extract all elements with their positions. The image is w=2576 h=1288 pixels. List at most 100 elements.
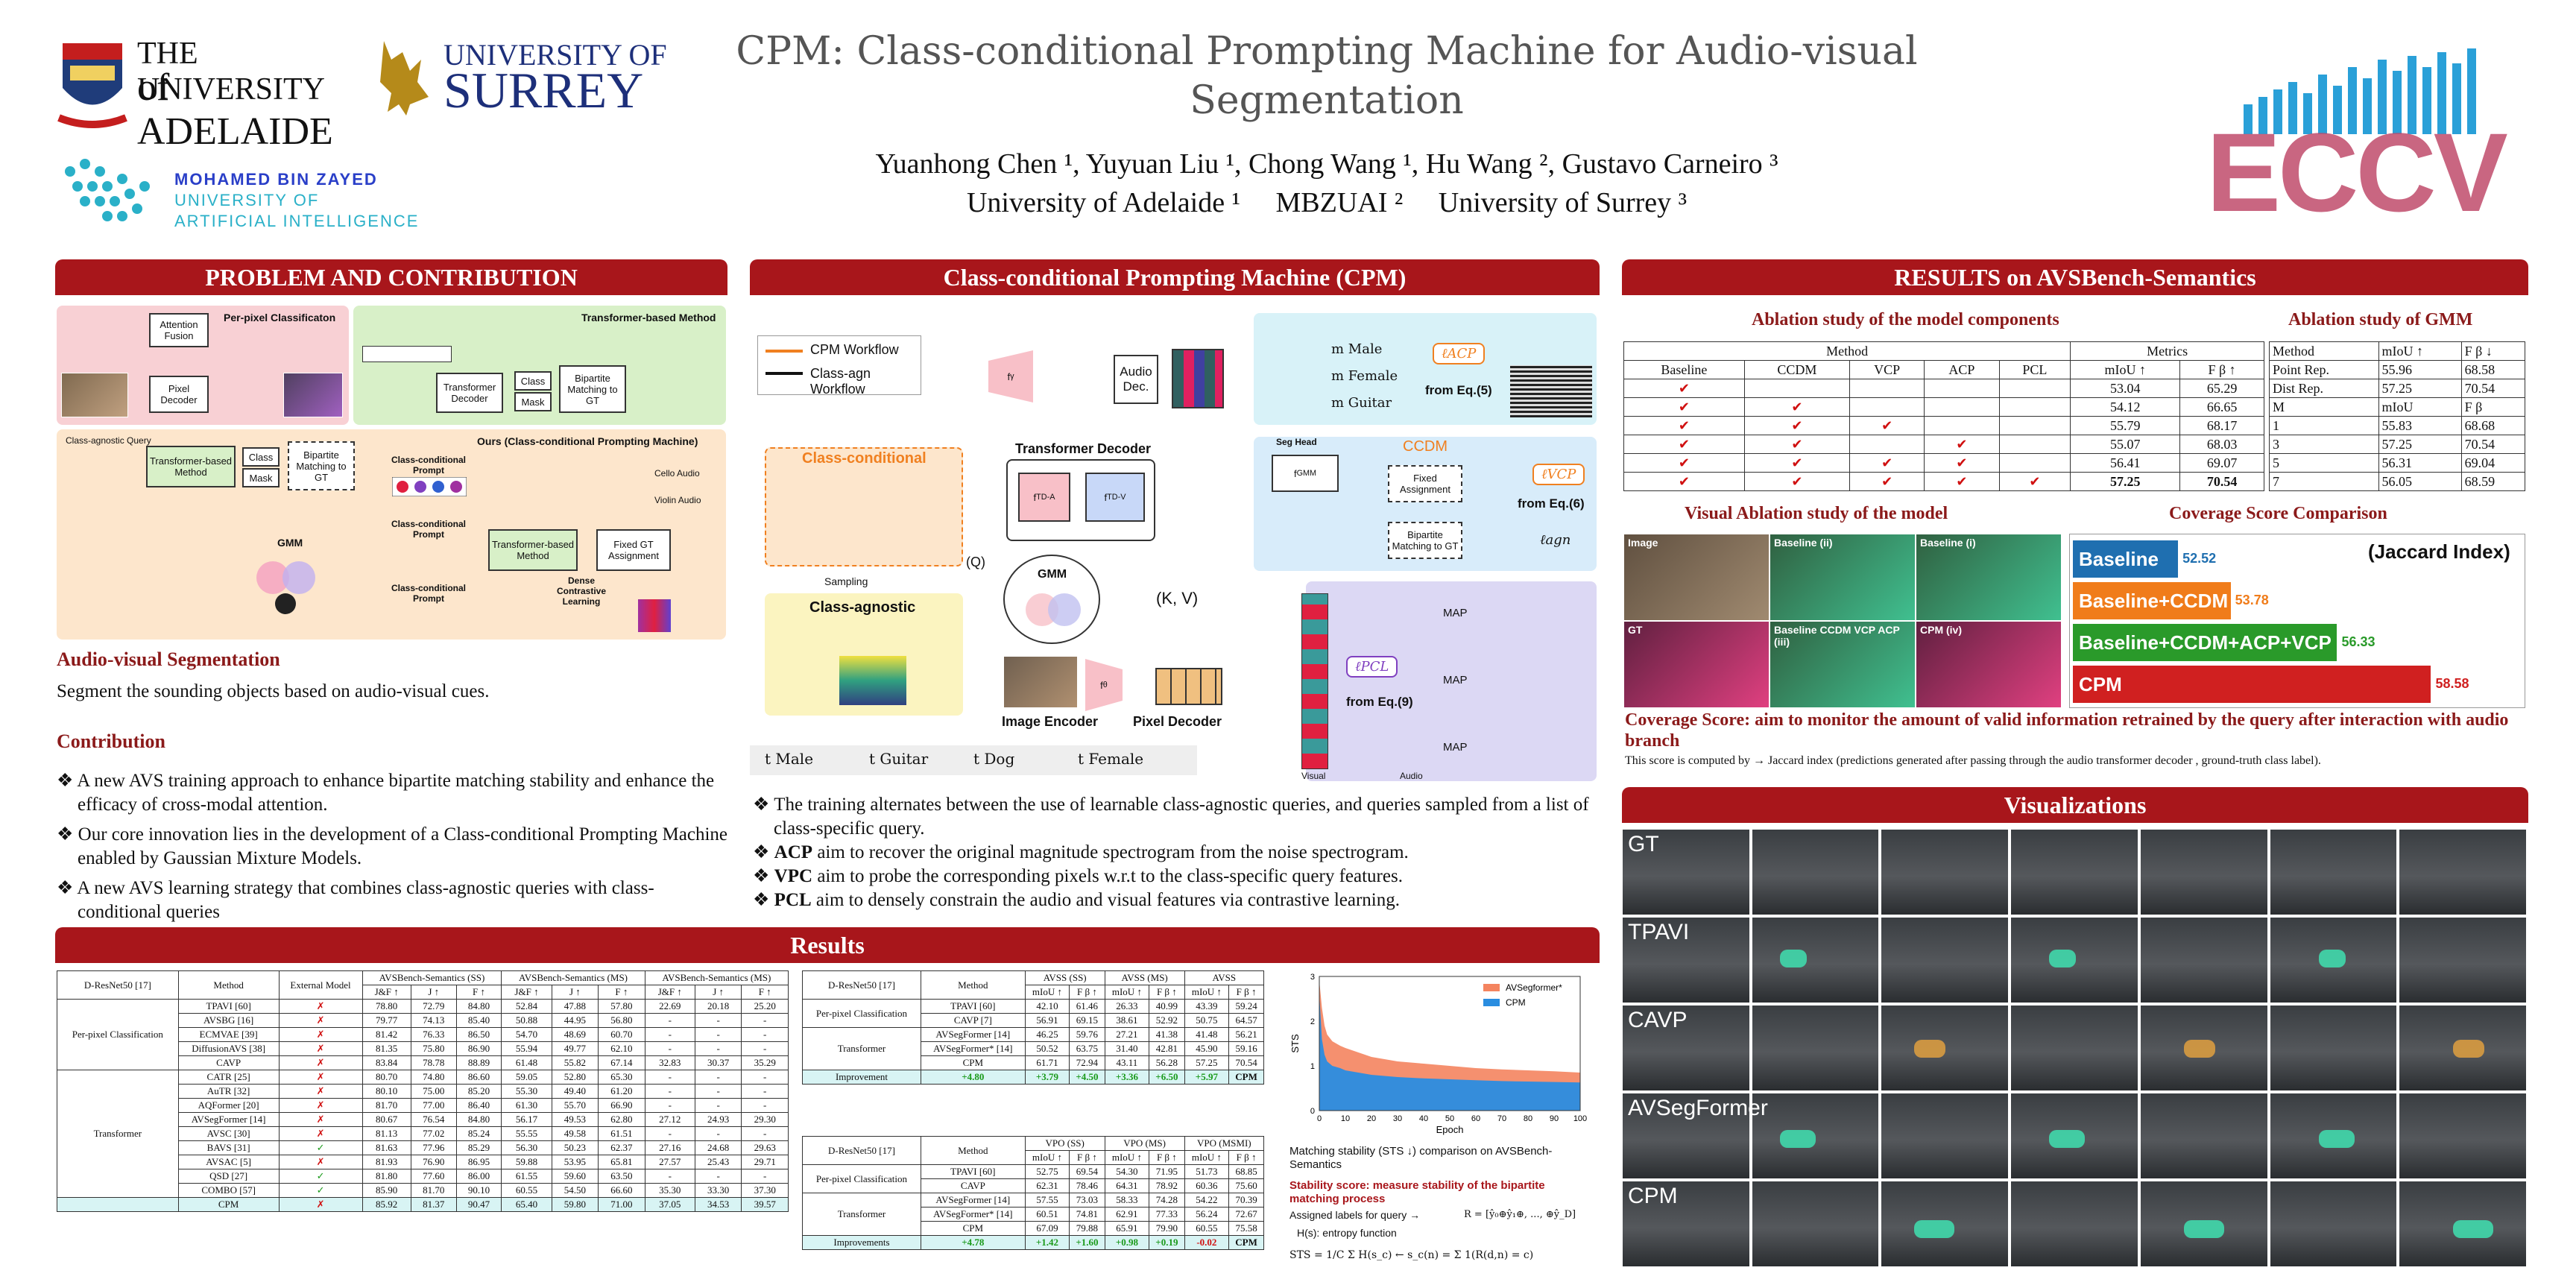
- gmm-cell: 1: [2269, 416, 2379, 435]
- gmm-cell: mIoU ↑: [2378, 341, 2462, 361]
- main-cell: 84.80: [455, 999, 502, 1014]
- gmm-label: GMM: [277, 537, 303, 549]
- ablation-check-cell: ✔: [1623, 379, 1745, 398]
- pixel-decoder-label: Pixel Decoder: [1133, 714, 1222, 729]
- cell: 38.61: [1104, 1013, 1150, 1028]
- main-cell: ✗: [278, 1013, 363, 1028]
- vis-mask: [2183, 1220, 2224, 1238]
- main-cell: 88.89: [455, 1055, 502, 1070]
- main-cell: CPM: [177, 1197, 280, 1212]
- improvement-cell: +6.50: [1149, 1070, 1185, 1085]
- ablation-col-header: CCDM: [1743, 360, 1851, 379]
- cell: AVSegFormer* [14]: [920, 1207, 1026, 1222]
- main-cell: 80.70: [362, 1070, 411, 1085]
- main-cell: 34.53: [694, 1197, 742, 1212]
- gmm-blobs: [250, 552, 325, 619]
- vis-cell: [2399, 829, 2527, 915]
- main-cell: -: [644, 1084, 695, 1099]
- main-cell: 81.70: [410, 1183, 457, 1198]
- main-cell: 86.95: [455, 1155, 502, 1169]
- main-cell: 27.12: [644, 1112, 695, 1127]
- main-cell: 48.69: [551, 1027, 599, 1042]
- vis-cell: [2399, 1005, 2527, 1091]
- class-conditional-panel: [765, 447, 963, 566]
- main-cell: 61.55: [501, 1169, 552, 1184]
- ablation-check-cell: ✔: [1849, 453, 1925, 473]
- main-cell: 65.81: [598, 1155, 645, 1169]
- cell: 54.22: [1184, 1193, 1230, 1208]
- cell: 31.40: [1104, 1041, 1150, 1056]
- va-label-image: Image: [1628, 537, 1658, 549]
- main-cell: -: [644, 1169, 695, 1184]
- main-cell: 59.60: [551, 1169, 599, 1184]
- surrey-line1: UNIVERSITY OF: [443, 38, 667, 72]
- legend-label: CPM: [1506, 997, 1526, 1008]
- ablation-metric-cell: 55.79: [2070, 416, 2181, 435]
- cpm-band: Class-conditional Prompting Machine (CPM…: [750, 259, 1600, 295]
- sub-header: F β ↑: [1228, 1150, 1264, 1165]
- cc-prompt-2: Class-conditional Prompt: [391, 519, 466, 540]
- sub-header: F β ↑: [1069, 985, 1105, 1000]
- cell: 75.58: [1228, 1221, 1264, 1236]
- ablation-metric-cell: 54.12: [2070, 397, 2181, 417]
- cell: 74.28: [1149, 1193, 1185, 1208]
- ablation-check-cell: [1998, 379, 2071, 398]
- sub-header: F β ↑: [1149, 1150, 1185, 1165]
- improvement-cell: +0.98: [1104, 1235, 1150, 1250]
- ours-transformer-box: Transformer-based Method: [488, 529, 578, 571]
- main-cell: DiffusionAVS [38]: [177, 1041, 280, 1056]
- va-baseline-ii: [1770, 534, 1916, 621]
- group-label: Transformer: [802, 1193, 921, 1236]
- pcl-loss: ℓPCL: [1346, 656, 1398, 678]
- class-conditional-label: Class-conditional: [802, 450, 926, 467]
- main-cell: QSD [27]: [177, 1169, 280, 1184]
- main-cell: 81.35: [362, 1041, 411, 1056]
- vis-cell: [2269, 917, 2398, 1003]
- ablation-metric-cell: 53.04: [2070, 379, 2181, 398]
- main-cell: 32.83: [644, 1055, 695, 1070]
- violin-audio-label: Violin Audio: [654, 495, 701, 505]
- cell: 56.91: [1024, 1013, 1070, 1028]
- token-female: t Female: [1078, 750, 1144, 768]
- ablation-check-cell: ✔: [1998, 472, 2071, 491]
- main-cell: 60.55: [501, 1183, 552, 1198]
- va-gt: [1623, 621, 1770, 708]
- vis-cell: [2010, 1093, 2138, 1179]
- cell: 63.75: [1069, 1041, 1105, 1056]
- main-cell: -: [694, 1169, 742, 1184]
- vis-cell: [2010, 917, 2138, 1003]
- plot-frame: [1319, 976, 1581, 1111]
- main-cell: AVSegFormer [14]: [177, 1112, 280, 1127]
- audio-label: Audio: [1400, 771, 1423, 781]
- legend-box: CPM Workflow Class-agn Workflow: [757, 335, 921, 397]
- x-tick-label: 100: [1573, 1114, 1587, 1123]
- gmm-cell: mIoU: [2378, 397, 2462, 417]
- main-cell: 75.00: [410, 1084, 457, 1099]
- coverage-note: This score is computed by → Jaccard inde…: [1625, 754, 2321, 767]
- main-cell: 78.78: [410, 1055, 457, 1070]
- main-cell: 56.80: [598, 1013, 645, 1028]
- fixed-assignment-box: Fixed Assignment: [1388, 465, 1462, 502]
- main-cell: 74.13: [410, 1013, 457, 1028]
- ablation-check-cell: [1998, 416, 2071, 435]
- improvement-cell: +4.80: [920, 1070, 1026, 1085]
- cell: 59.16: [1228, 1041, 1264, 1056]
- main-cell: 55.70: [551, 1098, 599, 1113]
- va-image: [1623, 534, 1770, 621]
- main-cell: 47.88: [551, 999, 599, 1014]
- ablation-check-cell: [1998, 453, 2071, 473]
- coverage-bar: Baseline+CCDM+ACP+VCP: [2073, 624, 2337, 661]
